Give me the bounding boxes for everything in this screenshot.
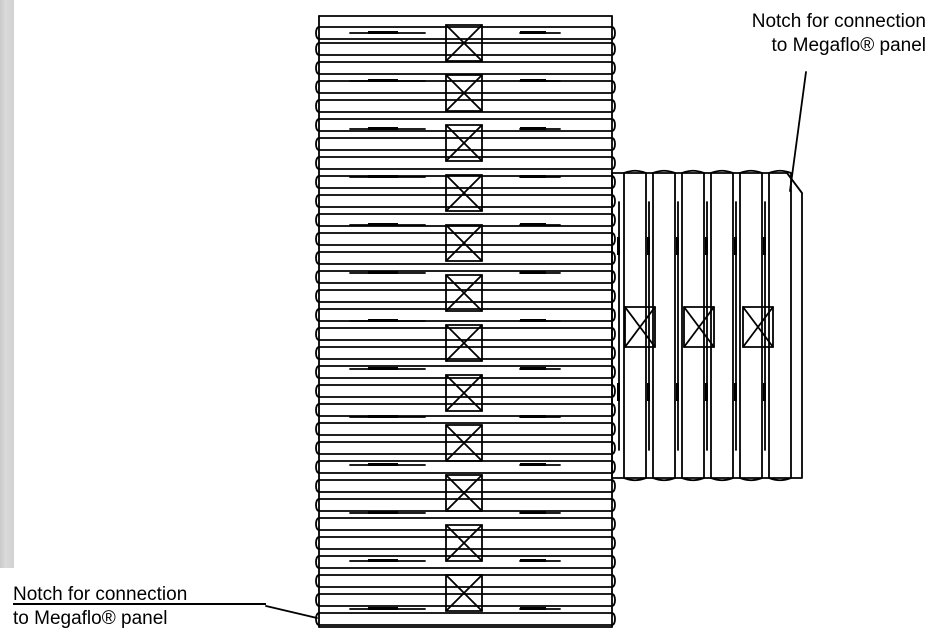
branch-black-marks <box>617 237 766 401</box>
bottom-callout-underline <box>13 603 266 605</box>
main-black-marks <box>368 31 546 610</box>
branch-pipe <box>611 172 803 479</box>
branch-corrugations <box>623 169 792 482</box>
bottom-callout-leader <box>265 605 318 619</box>
main-lug-column <box>445 24 483 612</box>
branch-lugs <box>624 306 774 348</box>
top-callout-leader <box>789 71 807 192</box>
main-lug-details <box>445 24 483 612</box>
main-pipe-corrugations <box>315 26 616 626</box>
left-photo-edge <box>0 0 14 568</box>
